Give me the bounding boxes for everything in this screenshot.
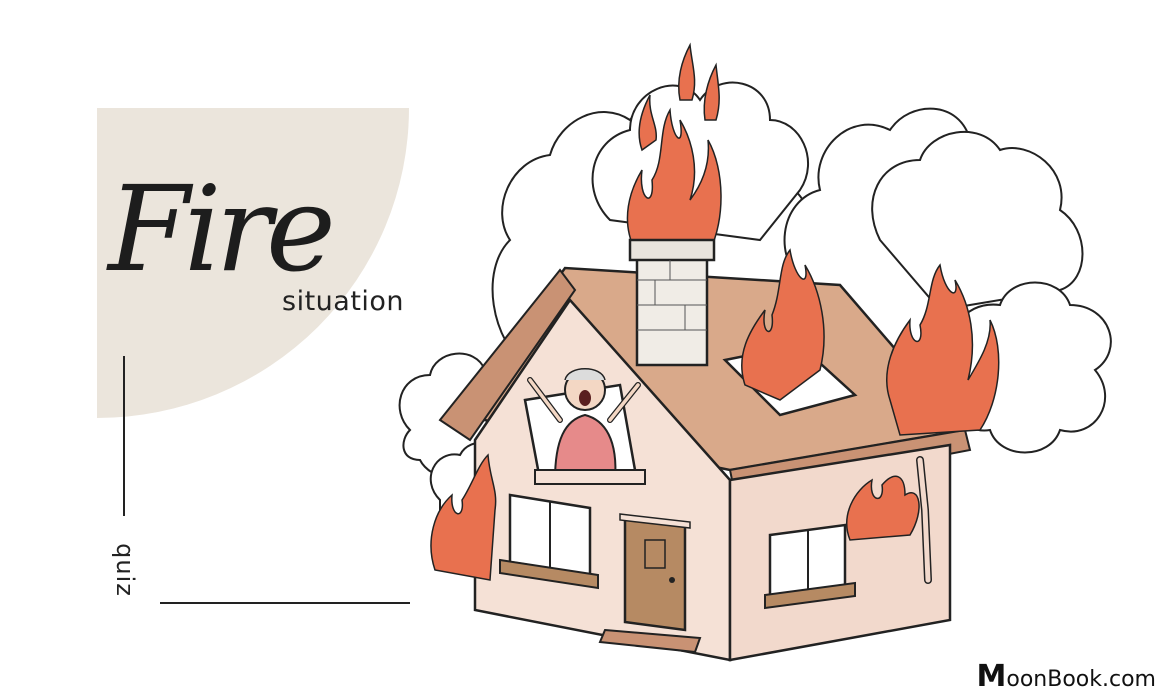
- vertical-divider: [123, 356, 125, 516]
- roof-flames: [741, 248, 825, 401]
- side-flames: [846, 263, 1000, 541]
- screaming-woman-icon: [527, 368, 641, 481]
- burning-house-icon: [398, 42, 1112, 662]
- brand-name: oonBook.com: [1006, 667, 1156, 692]
- quiz-label: quiz: [111, 543, 139, 597]
- title-fire-script: Fire: [108, 160, 336, 298]
- chimney-flames: [626, 42, 722, 251]
- title-subtitle: situation: [282, 286, 405, 317]
- brand-logo[interactable]: MoonBook.com: [977, 659, 1156, 694]
- left-flames: [430, 453, 497, 581]
- side-window: [764, 523, 856, 610]
- horizontal-divider: [160, 602, 410, 604]
- front-window: [499, 493, 599, 590]
- front-door: [598, 513, 702, 654]
- brand-initial: M: [976, 659, 1007, 694]
